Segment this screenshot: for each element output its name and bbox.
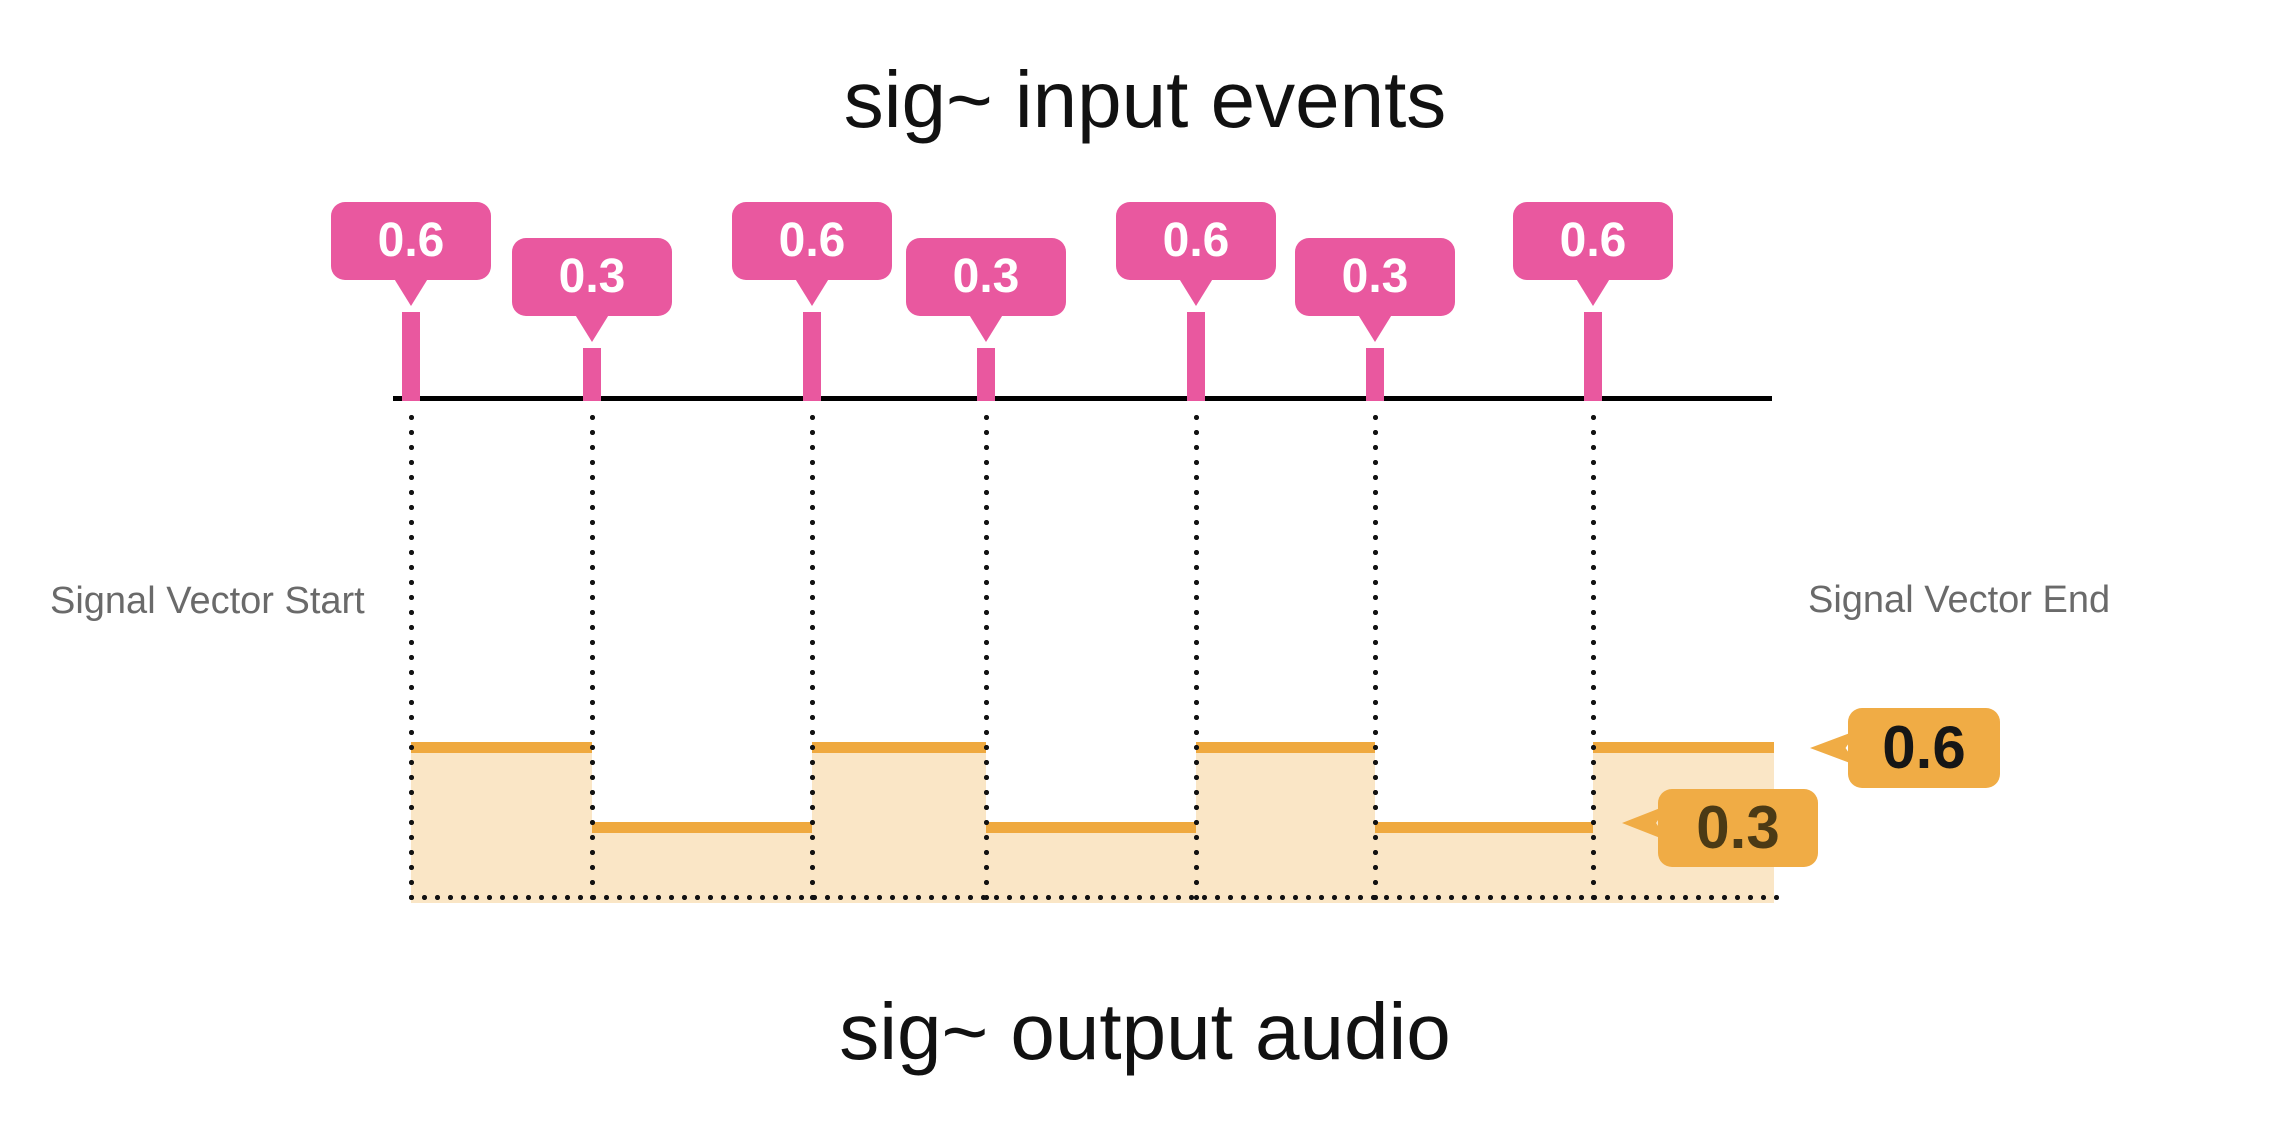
block-boundary-dotted-line [808,410,816,900]
event-tick-mark [803,312,821,401]
block-boundary-dotted-line [407,410,415,900]
output-segment-fill [1375,822,1593,903]
output-segment-level-line [986,822,1196,833]
event-tick-mark [977,348,995,401]
event-tick-mark [1584,312,1602,401]
output-segment-level-line [411,742,592,753]
output-segment-level-line [1375,822,1593,833]
output-segment-level-line [1196,742,1375,753]
output-segment-fill [411,742,592,903]
block-boundary-dotted-line [1192,410,1200,900]
event-balloon-pointer [1179,279,1213,306]
block-boundary-dotted-line [588,410,596,900]
block-boundary-dotted-line [1589,410,1597,900]
output-value-callout: 0.6 [1848,708,2000,788]
output-segment-level-line [812,742,986,753]
event-balloon-pointer [969,315,1003,342]
output-baseline-dotted-line [405,894,1779,901]
event-balloon-pointer [394,279,428,306]
event-value-balloon: 0.3 [906,238,1066,316]
event-value-balloon: 0.6 [1513,202,1673,280]
event-tick-mark [1187,312,1205,401]
event-tick-mark [583,348,601,401]
output-value-callout: 0.3 [1658,789,1818,867]
output-segment-level-line [592,822,812,833]
output-segment-fill [1196,742,1375,903]
output-segment-level-line [1593,742,1774,753]
event-value-balloon: 0.3 [512,238,672,316]
event-balloon-pointer [575,315,609,342]
signal-vector-end-label: Signal Vector End [1808,579,2111,621]
block-boundary-dotted-line [982,410,990,900]
event-balloon-pointer [1358,315,1392,342]
signal-vector-start-label: Signal Vector Start [50,580,365,622]
event-balloon-pointer [795,279,829,306]
block-boundary-dotted-line [1371,410,1379,900]
event-value-balloon: 0.6 [1116,202,1276,280]
event-tick-mark [402,312,420,401]
input-events-title: sig~ input events [843,55,1447,144]
event-value-balloon: 0.6 [331,202,491,280]
output-audio-title: sig~ output audio [839,987,1451,1076]
event-tick-mark [1366,348,1384,401]
event-balloon-pointer [1576,279,1610,306]
output-segment-fill [986,822,1196,903]
output-segment-fill [592,822,812,903]
output-segment-fill [812,742,986,903]
event-timeline-axis [393,396,1772,401]
event-value-balloon: 0.6 [732,202,892,280]
event-value-balloon: 0.3 [1295,238,1455,316]
